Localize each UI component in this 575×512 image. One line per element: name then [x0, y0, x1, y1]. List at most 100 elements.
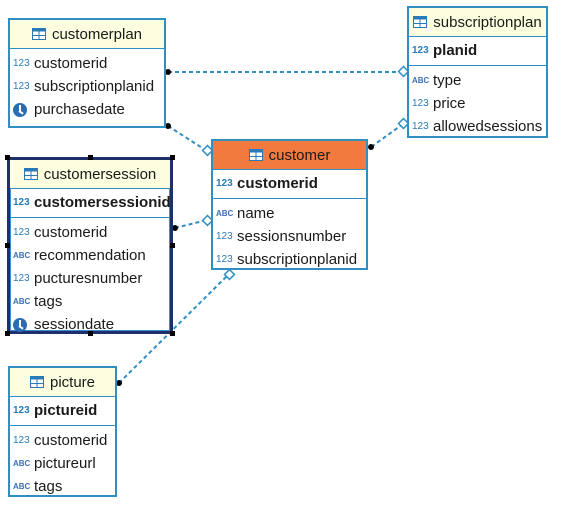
numeric-type-icon: 123	[412, 98, 429, 109]
selection-handle[interactable]	[5, 155, 10, 160]
column-name: tags	[34, 293, 63, 310]
table-icon	[31, 28, 46, 40]
numeric-type-icon: 123	[216, 178, 233, 189]
primary-key-row[interactable]: 123 customerid	[213, 172, 366, 195]
selection-handle[interactable]	[5, 331, 10, 336]
column-name: pictureurl	[34, 455, 96, 472]
numeric-type-icon: 123	[13, 405, 30, 416]
pk-end-diamond	[397, 117, 410, 130]
fk-end-dot	[116, 380, 122, 386]
column-name: sessiondate	[34, 316, 115, 333]
numeric-type-icon: 123	[13, 435, 30, 446]
pk-end-diamond	[201, 214, 214, 227]
link-customerplan-customer	[167, 125, 208, 152]
pk-end-diamond	[397, 65, 410, 78]
column-row[interactable]: 123 sessionsnumber	[213, 225, 366, 248]
table-icon	[413, 16, 428, 28]
primary-key-row[interactable]: 123 customersessionid	[10, 191, 171, 214]
column-row[interactable]: 123 customerid	[10, 429, 115, 452]
column-name: price	[433, 95, 466, 112]
column-row[interactable]: 123 customerid	[10, 52, 164, 75]
clock-icon	[13, 102, 27, 117]
entity-header[interactable]: customersession	[10, 160, 170, 189]
table-icon	[23, 168, 38, 180]
column-row[interactable]: purchasedate	[10, 98, 164, 121]
primary-key-row[interactable]: 123 pictureid	[10, 399, 115, 422]
column-name: customerid	[34, 432, 108, 449]
fk-end-dot	[165, 69, 171, 75]
column-name: planid	[433, 42, 478, 59]
entity-header[interactable]: customer	[213, 141, 366, 170]
numeric-type-icon: 123	[13, 58, 30, 69]
column-row[interactable]: sessiondate	[10, 313, 170, 336]
selection-handle[interactable]	[88, 331, 93, 336]
column-row[interactable]: 123 subscriptionplanid	[213, 248, 366, 271]
selection-handle[interactable]	[5, 243, 10, 248]
text-type-icon: ABC	[216, 209, 234, 218]
fk-end-dot	[165, 123, 171, 129]
text-type-icon: ABC	[13, 482, 31, 491]
link-picture-customer	[118, 273, 230, 384]
fk-end-dot	[368, 144, 374, 150]
pk-end-diamond	[223, 268, 236, 281]
clock-icon	[13, 317, 27, 332]
numeric-type-icon: 123	[412, 121, 429, 132]
text-type-icon: ABC	[13, 251, 31, 260]
entity-title: picture	[49, 373, 96, 391]
pk-end-diamond	[201, 144, 214, 157]
column-row[interactable]: 123 allowedsessions	[409, 115, 546, 138]
entity-title: customer	[268, 146, 331, 164]
entity-header[interactable]: subscriptionplan	[409, 8, 546, 37]
numeric-type-icon: 123	[216, 254, 233, 265]
selection-handle[interactable]	[170, 243, 175, 248]
column-row[interactable]: 123 subscriptionplanid	[10, 75, 164, 98]
selection-handle[interactable]	[170, 155, 175, 160]
column-name: purchasedate	[34, 101, 125, 118]
primary-key-row[interactable]: 123 planid	[409, 39, 546, 62]
entity-header[interactable]: customerplan	[10, 20, 164, 49]
column-name: recommendation	[34, 247, 146, 264]
fk-end-dot	[172, 225, 178, 231]
numeric-type-icon: 123	[13, 81, 30, 92]
column-name: subscriptionplanid	[34, 78, 155, 95]
column-name: pictureid	[34, 402, 98, 419]
selection-handle[interactable]	[88, 155, 93, 160]
numeric-type-icon: 123	[412, 45, 429, 56]
column-name: pucturesnumber	[34, 270, 143, 287]
entity-title: customersession	[43, 165, 157, 183]
column-row[interactable]: 123 price	[409, 92, 546, 115]
column-name: subscriptionplanid	[237, 251, 358, 268]
numeric-type-icon: 123	[13, 197, 30, 208]
entity-title: customerplan	[51, 25, 143, 43]
text-type-icon: ABC	[13, 297, 31, 306]
column-name: customersessionid	[34, 194, 171, 211]
table-icon	[248, 149, 263, 161]
link-customersession-customer	[174, 219, 208, 229]
entity-customerplan[interactable]: customerplan 123 customerid 123 subscripti…	[8, 18, 166, 128]
numeric-type-icon: 123	[13, 227, 30, 238]
entity-customersession[interactable]: customersession 123 customersessionid 123…	[7, 157, 173, 334]
column-name: customerid	[237, 175, 318, 192]
entity-header[interactable]: picture	[10, 368, 115, 397]
column-name: allowedsessions	[433, 118, 543, 135]
column-name: customerid	[34, 55, 108, 72]
text-type-icon: ABC	[13, 459, 31, 468]
table-icon	[29, 376, 44, 388]
numeric-type-icon: 123	[216, 231, 233, 242]
column-name: tags	[34, 478, 63, 495]
column-name: sessionsnumber	[237, 228, 347, 245]
column-name: name	[237, 205, 275, 222]
selection-handle[interactable]	[170, 331, 175, 336]
